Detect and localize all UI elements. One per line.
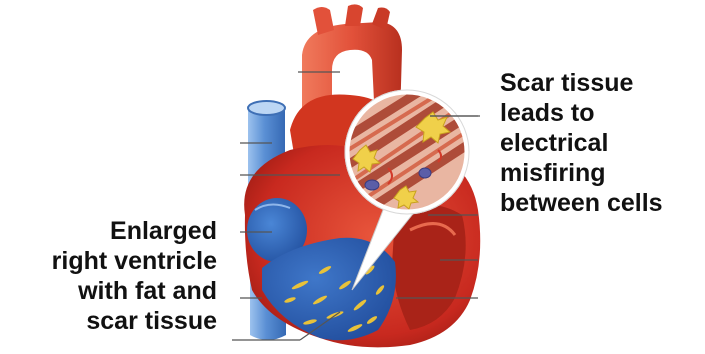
right-ventricle-label-line-2: right ventricle [52, 246, 217, 276]
scar-tissue-label-line-4: misfiring [500, 158, 663, 188]
scar-tissue-label-line-1: Scar tissue [500, 68, 663, 98]
right-ventricle-label-line-4: scar tissue [52, 306, 217, 336]
scar-tissue-label-line-3: electrical [500, 128, 663, 158]
right-ventricle-label-line-3: with fat and [52, 276, 217, 306]
scar-tissue-label-line-2: leads to [500, 98, 663, 128]
right-ventricle-label: Enlarged right ventricle with fat and sc… [52, 216, 217, 336]
right-ventricle-label-line-1: Enlarged [52, 216, 217, 246]
scar-tissue-label-line-5: between cells [500, 188, 663, 218]
scar-tissue-label: Scar tissue leads to electrical misfirin… [500, 68, 663, 218]
